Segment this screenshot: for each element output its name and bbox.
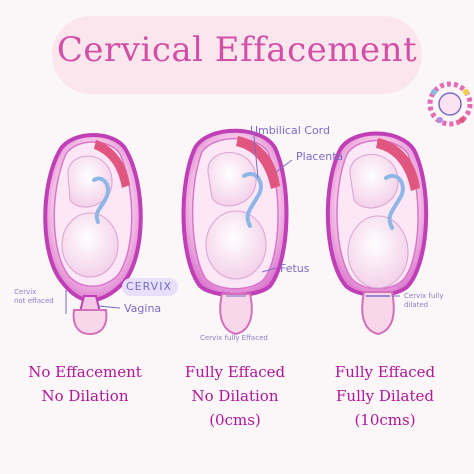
label-vagina: Vagina — [124, 302, 162, 315]
placenta-shape — [236, 136, 280, 189]
caption-line: (10cms) — [354, 411, 416, 429]
stage-caption-2: Fully Effaced No Dilation (0cms) — [160, 360, 310, 432]
title-banner — [52, 16, 422, 94]
label-line: Cervix fully — [404, 292, 444, 300]
page-title: Cervical Effacement — [56, 30, 418, 70]
caption-line: Fully Dilated — [336, 387, 434, 405]
label-fetus: Fetus — [280, 262, 310, 275]
caption-line: Fully Effaced — [334, 363, 436, 381]
caption-line: Fully Effaced — [184, 363, 286, 381]
caption-line: No Dilation — [41, 387, 129, 405]
caption-line: No Dilation — [191, 387, 279, 405]
caption-line: (0cms) — [209, 411, 261, 429]
uterus-fully-effaced — [181, 128, 289, 336]
label-cervix-not-effaced: Cervix not effaced — [14, 288, 54, 306]
uterus-no-effacement — [43, 133, 143, 336]
label-cervix-fully-effaced: Cervix fully Effaced — [200, 334, 268, 342]
caption-line: No Effacement — [28, 363, 142, 381]
stage-caption-3: Fully Effaced Fully Dilated (10cms) — [310, 360, 460, 432]
label-cervix-fully-dilated: Cervix fully dilated — [404, 292, 443, 310]
floral-wreath-logo — [427, 81, 473, 127]
label-placenta: Placenta — [296, 150, 344, 163]
uterus-fully-dilated — [325, 131, 429, 336]
label-pointers — [65, 135, 400, 314]
label-cervix: CERVIX — [126, 280, 172, 293]
label-line: Cervix — [14, 288, 37, 296]
label-umbilical-cord: Umbilical Cord — [250, 124, 330, 137]
cervix-tag-highlight — [122, 278, 178, 296]
placenta-shape — [376, 138, 420, 191]
placenta-shape — [94, 140, 130, 188]
stage-caption-1: No Effacement No Dilation — [10, 360, 160, 408]
label-line: dilated — [404, 301, 429, 309]
label-line: not effaced — [14, 297, 54, 305]
